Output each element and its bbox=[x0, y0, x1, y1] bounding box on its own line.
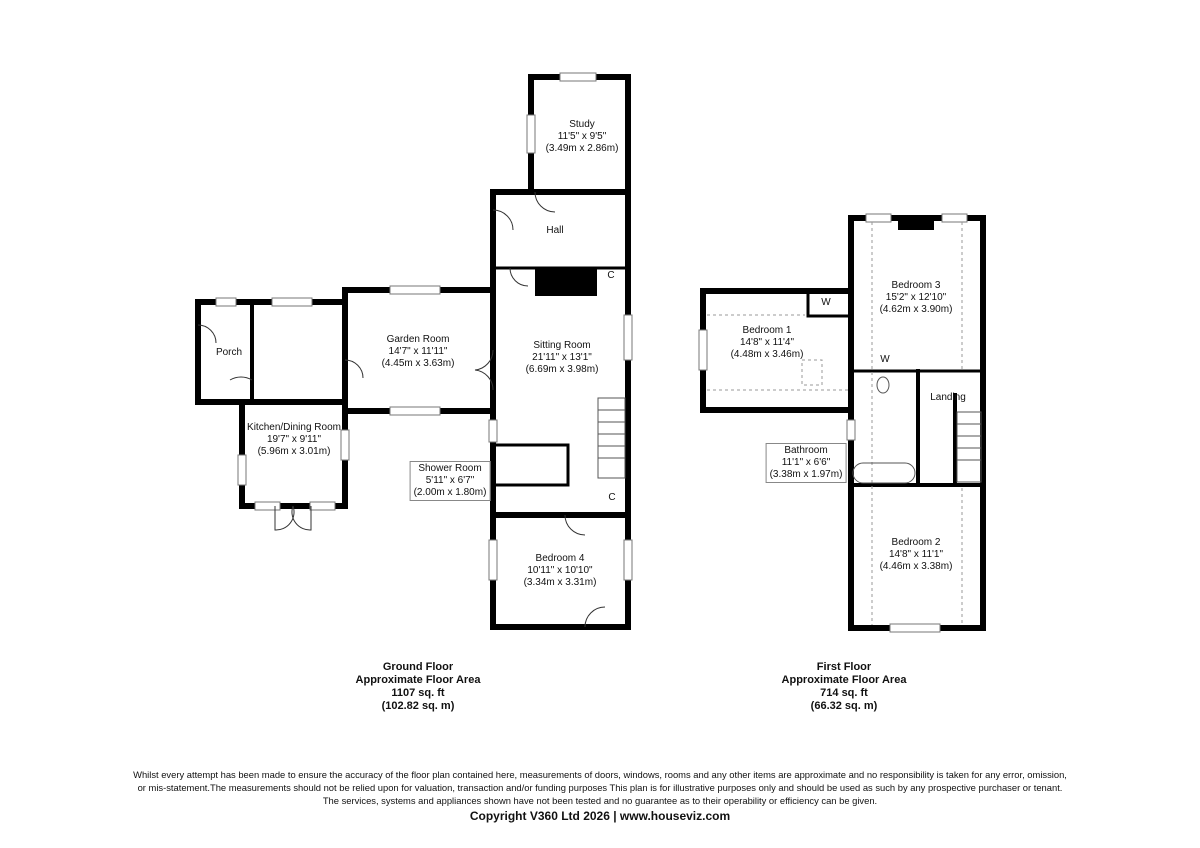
room-name: Bathroom bbox=[784, 445, 828, 456]
room-imperial: 14'7" x 11'11" bbox=[388, 346, 448, 357]
floor-subtitle: Approximate Floor Area bbox=[355, 674, 481, 686]
chimney-breast bbox=[898, 218, 934, 230]
disclaimer-line: The services, systems and appliances sho… bbox=[322, 795, 878, 806]
floor-title: First Floor bbox=[816, 661, 872, 673]
disclaimer: Whilst every attempt has been made to en… bbox=[0, 768, 1200, 807]
copyright: Copyright V360 Ltd 2026 | www.houseviz.c… bbox=[469, 809, 731, 823]
room-metric: (2.00m x 1.80m) bbox=[413, 487, 487, 498]
room-imperial: 15'2" x 12'10" bbox=[885, 292, 947, 303]
room-name: Shower Room bbox=[418, 463, 482, 474]
first-floor-area-summary: First Floor Approximate Floor Area 714 s… bbox=[782, 661, 907, 713]
room-name: Kitchen/Dining Room bbox=[247, 422, 341, 433]
room-label-porch: Porch bbox=[216, 347, 242, 359]
room-imperial: 21'11" x 13'1" bbox=[532, 352, 592, 363]
room-name: Garden Room bbox=[386, 334, 450, 345]
room-label-bedroom-1: Bedroom 1 14'8" x 11'4" (4.48m x 3.46m) bbox=[731, 325, 804, 361]
room-metric: (3.49m x 2.86m) bbox=[545, 143, 619, 154]
disclaimer-line: Whilst every attempt has been made to en… bbox=[133, 769, 1067, 780]
floor-area-sqft: 714 sq. ft bbox=[820, 687, 868, 699]
cupboard-label: C bbox=[607, 270, 615, 281]
room-imperial: 19'7" x 9'11" bbox=[266, 434, 322, 445]
fireplace bbox=[535, 268, 597, 296]
room-label-kitchen-dining: Kitchen/Dining Room 19'7" x 9'11" (5.96m… bbox=[247, 422, 341, 458]
first-floor-stairs bbox=[852, 376, 982, 484]
floor-subtitle: Approximate Floor Area bbox=[781, 674, 907, 686]
ground-floor-area-summary: Ground Floor Approximate Floor Area 1107… bbox=[356, 661, 481, 713]
ground-floor-windows bbox=[215, 72, 633, 581]
wardrobe-label: W bbox=[821, 297, 831, 308]
room-name: Bedroom 4 bbox=[535, 553, 585, 564]
cupboard-label: C bbox=[608, 492, 616, 503]
floor-title: Ground Floor bbox=[382, 661, 454, 673]
room-metric: (5.96m x 3.01m) bbox=[257, 446, 331, 457]
floor-area-sqft: 1107 sq. ft bbox=[391, 687, 445, 699]
room-name: Landing bbox=[930, 392, 966, 403]
room-metric: (3.38m x 1.97m) bbox=[769, 469, 843, 480]
room-imperial: 11'1" x 6'6" bbox=[781, 457, 831, 468]
room-label-bathroom: Bathroom 11'1" x 6'6" (3.38m x 1.97m) bbox=[765, 443, 847, 483]
room-label-landing: Landing bbox=[930, 392, 966, 404]
room-label-bedroom-2: Bedroom 2 14'8" x 11'1" (4.46m x 3.38m) bbox=[880, 537, 953, 573]
room-metric: (4.48m x 3.46m) bbox=[730, 349, 804, 360]
floor-area-sqm: (66.32 sq. m) bbox=[810, 700, 878, 712]
room-imperial: 10'11" x 10'10" bbox=[527, 565, 593, 576]
room-imperial: 14'8" x 11'4" bbox=[739, 337, 795, 348]
room-metric: (4.62m x 3.90m) bbox=[879, 304, 953, 315]
room-label-bedroom-4: Bedroom 4 10'11" x 10'10" (3.34m x 3.31m… bbox=[524, 553, 597, 589]
stairs bbox=[597, 397, 626, 479]
disclaimer-line: or mis-statement.The measurements should… bbox=[137, 782, 1063, 793]
room-name: Bedroom 1 bbox=[742, 325, 792, 336]
room-metric: (3.34m x 3.31m) bbox=[523, 577, 597, 588]
room-label-sitting-room: Sitting Room 21'11" x 13'1" (6.69m x 3.9… bbox=[526, 340, 599, 376]
room-name: Bedroom 2 bbox=[891, 537, 941, 548]
first-floor-windows bbox=[698, 213, 968, 633]
first-floor-details bbox=[707, 222, 963, 625]
room-label-garden-room: Garden Room 14'7" x 11'11" (4.45m x 3.63… bbox=[382, 334, 455, 370]
door-swings bbox=[197, 191, 606, 628]
room-metric: (4.45m x 3.63m) bbox=[381, 358, 455, 369]
room-imperial: 14'8" x 11'1" bbox=[888, 549, 944, 560]
room-name: Study bbox=[569, 119, 595, 130]
room-metric: (6.69m x 3.98m) bbox=[525, 364, 599, 375]
room-label-hall: Hall bbox=[546, 225, 563, 237]
room-name: Sitting Room bbox=[533, 340, 591, 351]
room-label-study: Study 11'5" x 9'5" (3.49m x 2.86m) bbox=[546, 119, 619, 155]
room-imperial: 11'5" x 9'5" bbox=[557, 131, 607, 142]
room-label-shower-room: Shower Room 5'11" x 6'7" (2.00m x 1.80m) bbox=[409, 461, 491, 501]
room-name: Hall bbox=[546, 225, 564, 236]
room-label-bedroom-3: Bedroom 3 15'2" x 12'10" (4.62m x 3.90m) bbox=[880, 280, 953, 316]
room-metric: (4.46m x 3.38m) bbox=[879, 561, 953, 572]
floor-area-sqm: (102.82 sq. m) bbox=[381, 700, 455, 712]
room-name: Porch bbox=[215, 347, 243, 358]
wardrobe-label: W bbox=[880, 354, 890, 365]
room-name: Bedroom 3 bbox=[891, 280, 941, 291]
room-imperial: 5'11" x 6'7" bbox=[425, 475, 475, 486]
